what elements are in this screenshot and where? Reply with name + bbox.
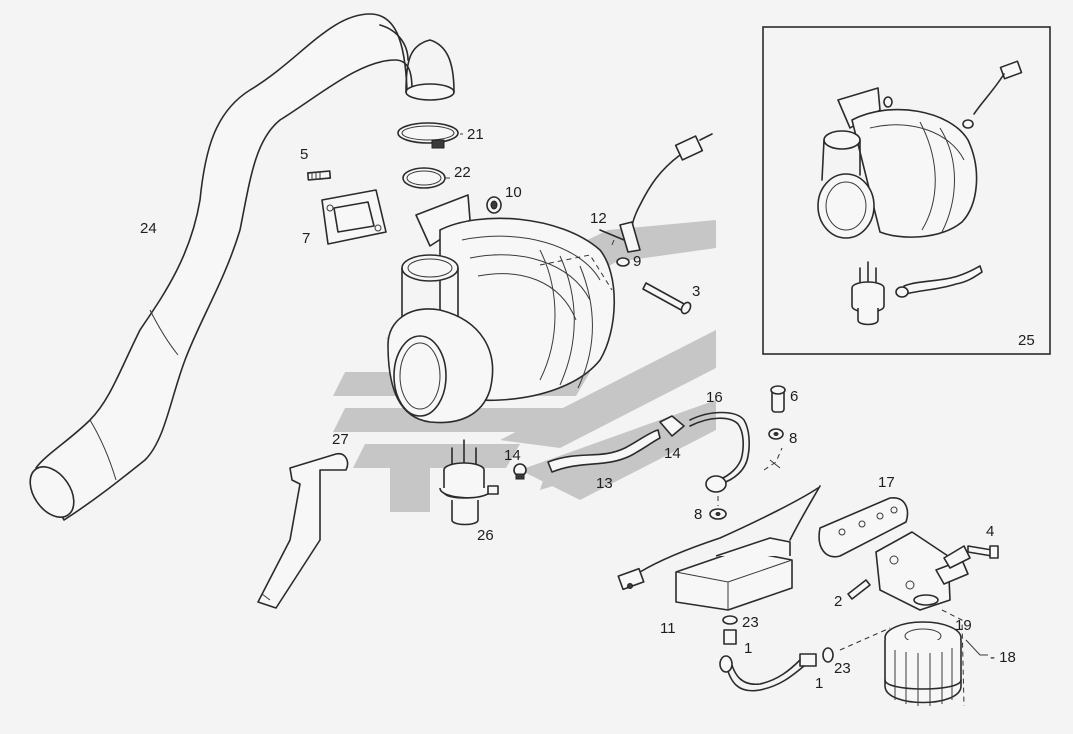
callout-1-left: 1 xyxy=(744,640,752,657)
callout-3: 3 xyxy=(692,283,700,300)
callout-7: 7 xyxy=(302,230,310,247)
vacuum-hose xyxy=(547,429,661,473)
callout-8-upper: 8 xyxy=(789,430,797,447)
callout-21: 21 xyxy=(467,126,484,143)
oil-return-pipe xyxy=(719,655,805,692)
callout-6: 6 xyxy=(790,388,798,405)
callout-18: - 18 xyxy=(990,649,1016,666)
hose-clamp xyxy=(397,122,459,149)
inset-detail-box xyxy=(762,26,1051,355)
oil-filter-head xyxy=(875,531,971,707)
callout-26: 26 xyxy=(477,527,494,544)
oil-pressure-module xyxy=(617,485,821,611)
callout-13: 13 xyxy=(596,475,613,492)
long-bolt xyxy=(642,282,692,315)
callout-1-right: 1 xyxy=(815,675,823,692)
pipe-clip xyxy=(659,415,685,437)
o-ring xyxy=(402,167,446,189)
callout-labels: 21 22 5 10 7 24 12 9 3 27 14 13 26 16 14… xyxy=(140,126,1035,692)
callout-4: 4 xyxy=(986,523,994,540)
callout-23-left: 23 xyxy=(742,614,759,631)
oil-filter xyxy=(884,621,962,706)
banjo-bolt xyxy=(770,385,786,413)
oil-feed-pipe xyxy=(689,411,750,493)
callout-14-right: 14 xyxy=(664,445,681,462)
wastegate-actuator xyxy=(439,439,499,526)
nut xyxy=(486,196,502,214)
callout-19: 19 xyxy=(955,617,972,634)
callout-16: 16 xyxy=(706,389,723,406)
callout-11: 11 xyxy=(660,620,676,637)
callout-25: 25 xyxy=(1018,332,1035,349)
leader-lines xyxy=(445,133,988,656)
callout-24: 24 xyxy=(140,220,157,237)
callout-9: 9 xyxy=(633,253,641,270)
bolt-left xyxy=(847,579,871,600)
filter-head-gasket xyxy=(818,497,909,558)
temperature-sensor xyxy=(599,133,713,253)
washer-upper xyxy=(768,428,784,440)
callout-17: 17 xyxy=(878,474,895,491)
washer-lower xyxy=(709,508,727,520)
turbocharger xyxy=(387,194,616,424)
bolt-right xyxy=(967,545,999,559)
stud-bolt xyxy=(306,170,332,181)
callout-14-left: 14 xyxy=(504,447,521,464)
callout-5: 5 xyxy=(300,146,308,163)
fitting-left xyxy=(722,615,738,645)
sealing-washer xyxy=(616,257,630,267)
callout-10: 10 xyxy=(505,184,522,201)
support-bracket xyxy=(257,452,349,609)
callout-27: 27 xyxy=(332,431,349,448)
callout-8-lower: 8 xyxy=(694,506,702,523)
callout-22: 22 xyxy=(454,164,471,181)
callout-12: 12 xyxy=(590,210,607,227)
fitting-right xyxy=(799,647,834,667)
flange-gasket xyxy=(321,189,387,245)
callout-23-right: 23 xyxy=(834,660,851,677)
callout-2: 2 xyxy=(834,593,842,610)
intake-pipe xyxy=(29,13,455,521)
hose-clip xyxy=(513,463,527,480)
